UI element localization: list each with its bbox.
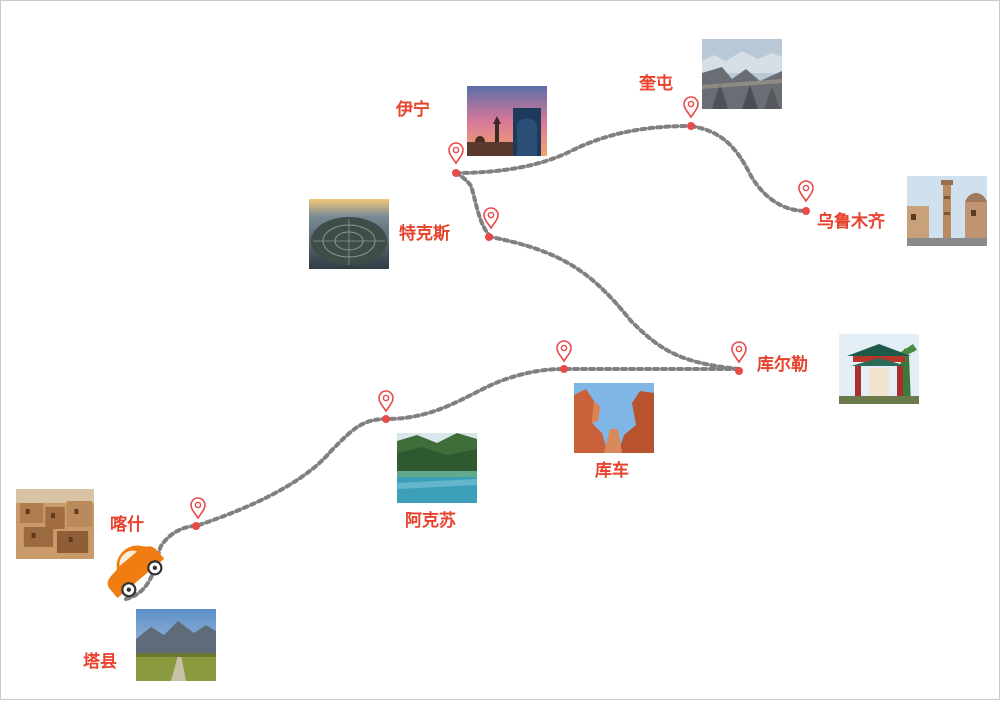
stop-kashgar [190,497,206,530]
stop-urumqi [798,180,814,215]
photo-yining-mosque [467,86,547,156]
city-label-korla: 库尔勒 [757,355,808,375]
location-pin-icon [798,180,814,202]
stop-kuitun [683,96,699,130]
city-label-urumqi: 乌鲁木齐 [817,212,885,232]
location-pin-icon [683,96,699,118]
location-pin-icon [483,207,499,229]
route-yining-kuitun [454,124,693,175]
stop-tekes [483,207,499,241]
car-icon [107,545,165,598]
photo-korla-gate [839,334,919,404]
city-label-aksu: 阿克苏 [405,511,456,531]
city-label-kuqa: 库车 [595,461,629,481]
location-pin-icon [448,142,464,164]
city-label-kashgar: 喀什 [110,515,144,535]
route-kashgar-aksu [124,367,568,601]
route-tekes-yining [454,171,493,239]
route-kuitun-urumqi [689,124,808,213]
photo-kashgar-old-town [16,489,94,559]
photo-kuqa-canyon [574,383,654,453]
photo-kuitun-grand-canyon [702,39,782,109]
photo-tekes-bagua-city [309,199,389,269]
stop-korla [731,341,747,375]
photo-urumqi-bazaar [907,176,987,246]
city-label-tekes: 特克斯 [399,224,450,244]
location-pin-icon [378,390,394,412]
stop-aksu [378,390,394,423]
stop-kuqa [556,340,572,373]
location-pin-icon [731,341,747,363]
city-label-taxian: 塔县 [83,652,117,672]
photo-taxian-grassland [136,609,216,681]
city-label-yining: 伊宁 [396,100,430,120]
photo-aksu-lake [397,433,477,503]
route-korla-tekes [489,235,741,371]
location-pin-icon [556,340,572,362]
location-pin-icon [190,497,206,519]
city-label-kuitun: 奎屯 [639,74,673,94]
stop-yining [448,142,464,177]
